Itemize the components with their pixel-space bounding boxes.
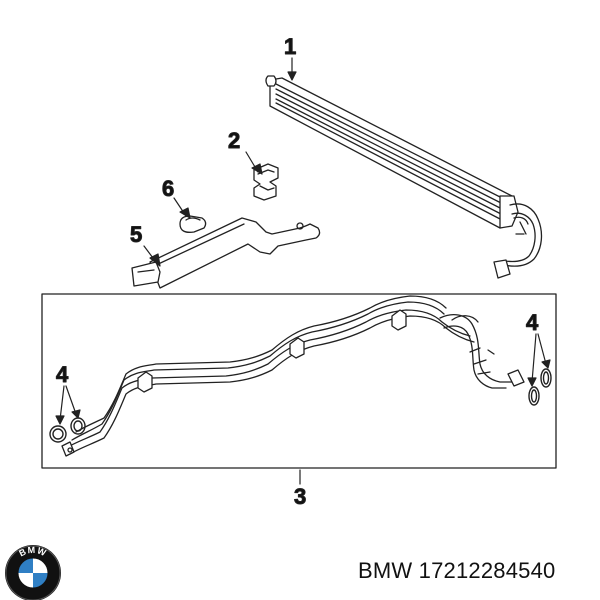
- callout-1: 1: [284, 34, 296, 59]
- svg-text:BMW: BMW: [17, 545, 48, 559]
- callout-4-left: 4: [56, 362, 69, 387]
- callout-5: 5: [130, 222, 142, 247]
- callout-2: 2: [228, 128, 240, 153]
- support-bracket: [131, 217, 321, 289]
- logo-lettering: BMW: [17, 545, 47, 559]
- hose-assembly-frame: [41, 293, 557, 469]
- oil-cooler-hose-assembly: [61, 295, 525, 457]
- callout-3: 3: [294, 484, 306, 509]
- oil-cooler-radiator: [265, 75, 543, 279]
- o-rings-left: [49, 417, 86, 443]
- leader-lines: [55, 57, 551, 485]
- bmw-logo-icon: BMW: [5, 545, 61, 600]
- callout-6: 6: [162, 176, 174, 201]
- part-number-caption: BMW 17212284540: [358, 558, 556, 583]
- o-rings-right: [528, 368, 552, 406]
- clip: [179, 215, 207, 233]
- callout-4-right: 4: [526, 310, 539, 335]
